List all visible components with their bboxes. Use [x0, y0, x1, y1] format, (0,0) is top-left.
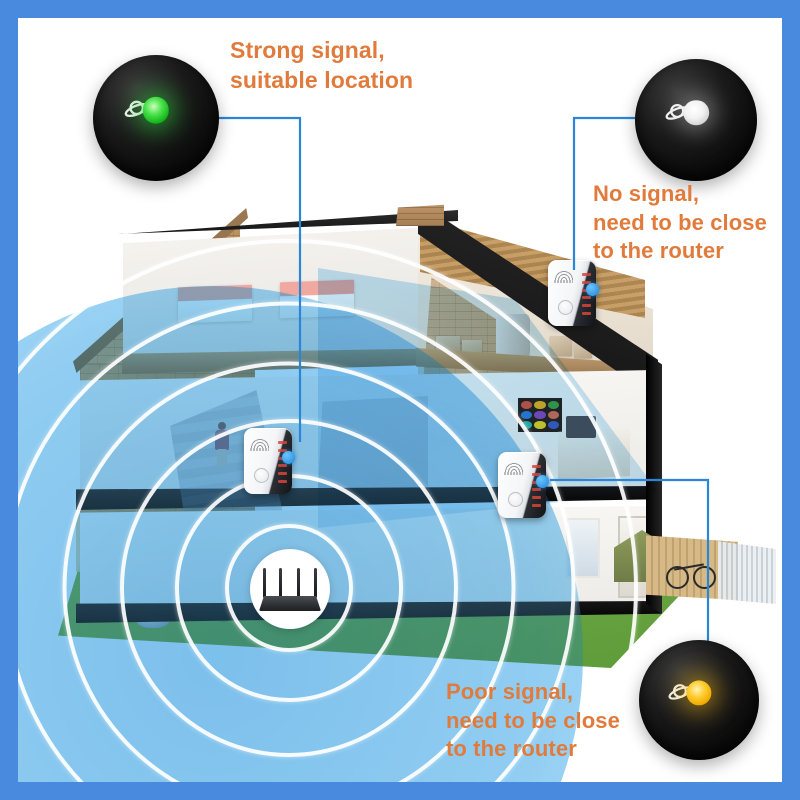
- wps-button[interactable]: [558, 300, 573, 315]
- router-antenna: [297, 568, 300, 598]
- led-indicator-dot: [536, 475, 549, 488]
- wifi-icon: [554, 267, 574, 280]
- metal-railing: [718, 541, 776, 604]
- router-antenna: [279, 568, 282, 598]
- wifi-router[interactable]: [250, 549, 330, 629]
- led-lamp-green: [142, 97, 170, 124]
- led-lamp-white: [683, 99, 709, 126]
- router-antenna: [314, 568, 317, 598]
- led-indicator-dot: [586, 283, 599, 296]
- wifi-icon: [250, 435, 270, 448]
- led-indicator-poor: [639, 640, 759, 760]
- led-indicator-dot: [282, 451, 295, 464]
- callout-text-no-signal: No signal, need to be close to the route…: [593, 181, 767, 264]
- chimney-pot: [416, 183, 423, 198]
- led-indicator-strong: [93, 55, 219, 181]
- bicycle: [666, 558, 716, 589]
- led-indicator-no-signal: [635, 59, 757, 181]
- wifi-extender-attic[interactable]: [548, 260, 599, 326]
- chimney: [396, 204, 444, 226]
- chimney-pot: [402, 185, 409, 200]
- infographic-canvas: Strong signal, suitable location No sign…: [18, 18, 782, 782]
- router-antenna: [263, 568, 266, 598]
- wifi-extender-middle-left[interactable]: [244, 428, 295, 494]
- chimney-pot: [430, 181, 437, 196]
- led-lamp-amber: [686, 680, 712, 706]
- wifi-extender-middle-right[interactable]: [498, 452, 549, 518]
- wifi-icon: [504, 459, 524, 472]
- wps-button[interactable]: [254, 468, 269, 483]
- callout-text-strong: Strong signal, suitable location: [230, 37, 414, 93]
- storage-box: [550, 336, 572, 356]
- router-body: [259, 596, 321, 611]
- callout-text-poor: Poor signal, need to be close to the rou…: [446, 679, 620, 762]
- wps-button[interactable]: [508, 492, 523, 507]
